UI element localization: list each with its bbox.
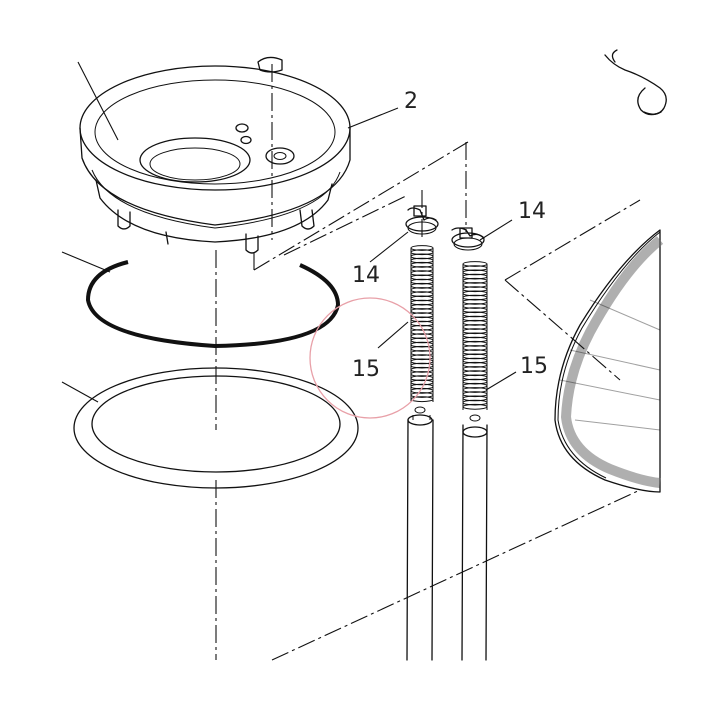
center-lines (215, 64, 641, 661)
elbow-fitting (604, 49, 667, 116)
leader-gasket (61, 381, 99, 403)
callout-14a: 14 (352, 263, 380, 288)
leader-14b (479, 219, 513, 241)
leader-top (77, 61, 119, 141)
highlight-circle (309, 297, 431, 419)
tank-body (554, 229, 664, 493)
leader-oring (61, 251, 111, 273)
spring-right (462, 261, 488, 410)
hose-left (406, 406, 434, 661)
leader-15a (377, 321, 409, 349)
callout-2: 2 (404, 89, 418, 114)
hose-clamp-left (405, 205, 439, 235)
spring-left (410, 245, 434, 403)
callout-15a: 15 (352, 357, 380, 382)
hose-clamp-right (451, 227, 485, 251)
callout-14b: 14 (518, 199, 546, 224)
o-ring (85, 260, 341, 349)
leader-15b (485, 371, 517, 391)
hose-right (461, 414, 488, 661)
leader-2 (347, 107, 399, 129)
leader-14a (369, 231, 409, 263)
valve-housing (79, 56, 351, 254)
callout-15b: 15 (520, 354, 548, 379)
